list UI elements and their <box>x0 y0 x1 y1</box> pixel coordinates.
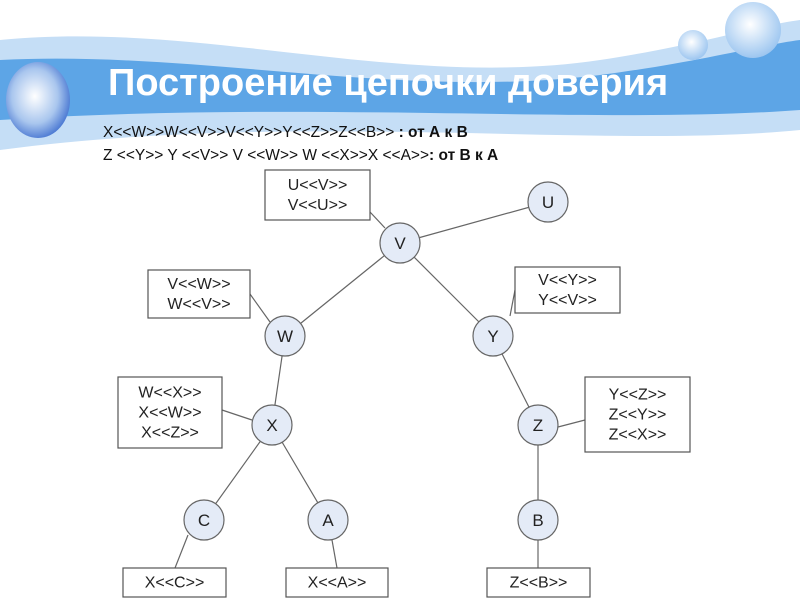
node-label: W <box>277 327 293 346</box>
cert-connector <box>221 409 253 421</box>
node-X: X <box>251 404 293 446</box>
cert-box-xc: X<<C>> <box>122 567 227 598</box>
cert-label: Z<<Y>> <box>609 407 667 424</box>
orb-left <box>6 62 70 138</box>
cert-label: X<<Z>> <box>141 425 199 442</box>
cert-label: V<<U>> <box>288 197 348 214</box>
cert-connector <box>369 211 386 229</box>
node-label: X <box>266 416 277 435</box>
edge-V-Y <box>399 242 494 337</box>
cert-label: U<<V>> <box>288 177 348 194</box>
node-A: A <box>307 499 349 541</box>
edge-V-U <box>399 201 549 244</box>
cert-box-yz: Y<<Z>> Z<<Y>> Z<<X>> <box>584 376 691 453</box>
cert-label: W<<V>> <box>167 296 230 313</box>
node-label: C <box>198 511 210 530</box>
node-V: V <box>379 222 421 264</box>
cert-box-vw: V<<W>> W<<V>> <box>147 269 251 319</box>
chain-a-to-b: X<<W>>W<<V>>V<<Y>>Y<<Z>>Z<<B>> : от А к … <box>103 124 468 142</box>
node-W: W <box>264 315 306 357</box>
cert-label: X<<A>> <box>308 575 367 592</box>
orb-small <box>678 30 708 60</box>
cert-label: W<<X>> <box>138 385 201 402</box>
cert-box-zb: Z<<B>> <box>486 567 591 598</box>
cert-box-vy: V<<Y>> Y<<V>> <box>514 266 621 314</box>
cert-connector <box>509 289 516 317</box>
cert-label: X<<W>> <box>138 405 201 422</box>
node-B: B <box>517 499 559 541</box>
node-Z: Z <box>517 404 559 446</box>
node-C: C <box>183 499 225 541</box>
cert-label: Z<<B>> <box>510 575 568 592</box>
node-label: Y <box>487 327 498 346</box>
cert-label: V<<W>> <box>167 276 230 293</box>
edge-V-W <box>284 242 401 337</box>
chain-path: X<<W>>W<<V>>V<<Y>>Y<<Z>>Z<<B>> <box>103 124 395 141</box>
chain-direction: : от В к А <box>429 147 499 164</box>
chain-direction: : от А к В <box>394 124 468 141</box>
cert-connector <box>557 419 586 428</box>
node-Y: Y <box>472 315 514 357</box>
banner-wave <box>0 40 800 120</box>
cert-connector <box>249 293 271 323</box>
node-U: U <box>527 181 569 223</box>
node-label: Z <box>533 416 543 435</box>
cert-label: Z<<X>> <box>609 427 667 444</box>
node-label: V <box>394 234 406 253</box>
chain-b-to-a: Z <<Y>> Y <<V>> V <<W>> W <<X>>X <<A>>: … <box>103 147 498 165</box>
slide-title: Построение цепочки доверия <box>108 62 669 104</box>
cert-box-uv: U<<V>> V<<U>> <box>264 169 371 221</box>
cert-box-wx: W<<X>> X<<W>> X<<Z>> <box>117 376 223 449</box>
node-label: B <box>532 511 543 530</box>
chain-path: Z <<Y>> Y <<V>> V <<W>> W <<X>>X <<A>> <box>103 147 430 164</box>
cert-box-xa: X<<A>> <box>285 567 389 598</box>
cert-label: Y<<Z>> <box>609 387 667 404</box>
cert-label: Y<<V>> <box>538 292 597 309</box>
node-label: A <box>322 511 334 530</box>
orb-top-right <box>725 2 781 58</box>
cert-label: X<<C>> <box>145 575 205 592</box>
cert-connector <box>331 539 338 569</box>
cert-connector <box>174 534 189 569</box>
node-label: U <box>542 193 554 212</box>
cert-label: V<<Y>> <box>538 272 597 289</box>
